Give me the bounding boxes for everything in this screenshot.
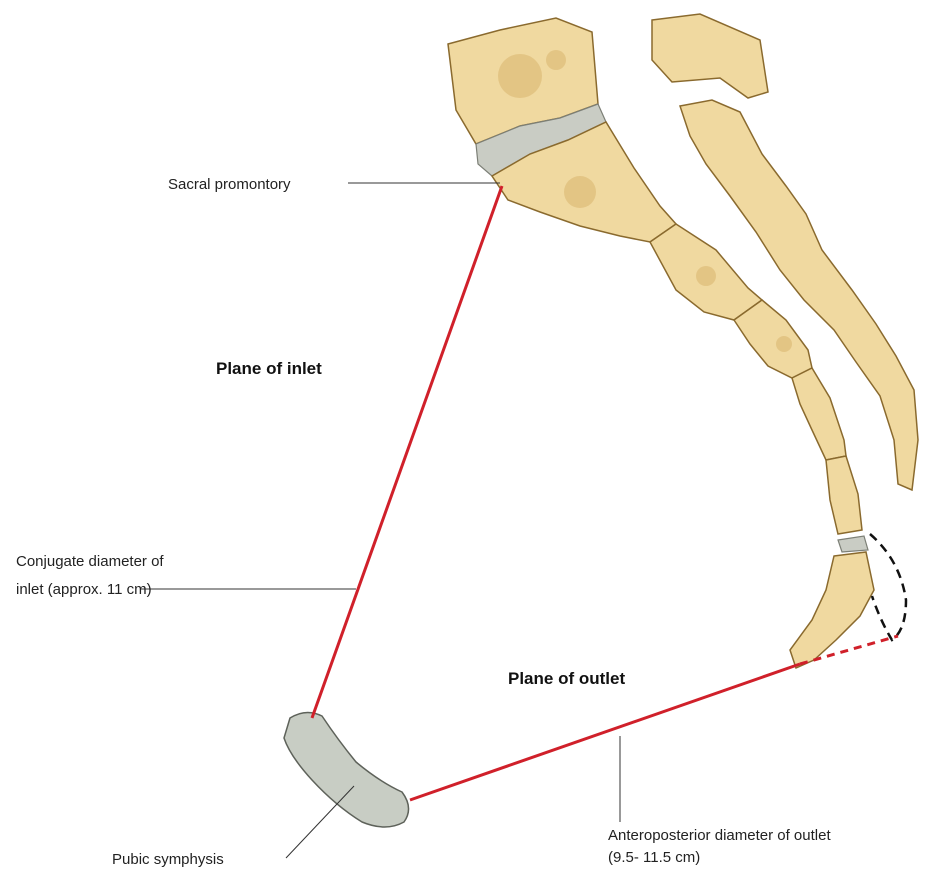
label-conjugate-diameter-line2: inlet (approx. 11 cm) bbox=[16, 581, 152, 598]
label-ap-outlet-line2: (9.5- 11.5 cm) bbox=[608, 849, 700, 866]
conjugate-diameter-line bbox=[312, 186, 502, 718]
label-conjugate-diameter-line1: Conjugate diameter of bbox=[16, 553, 164, 570]
pubic-symphysis bbox=[284, 712, 409, 827]
sacrum bbox=[492, 122, 862, 534]
coccyx bbox=[790, 534, 906, 668]
label-sacral-promontory: Sacral promontory bbox=[168, 176, 291, 193]
label-plane-of-outlet: Plane of outlet bbox=[508, 669, 625, 688]
label-plane-of-inlet: Plane of inlet bbox=[216, 359, 322, 378]
label-ap-outlet-line1: Anteroposterior diameter of outlet bbox=[608, 827, 831, 844]
label-pubic-symphysis: Pubic symphysis bbox=[112, 851, 224, 868]
leader-pubic-symphysis bbox=[286, 786, 354, 858]
